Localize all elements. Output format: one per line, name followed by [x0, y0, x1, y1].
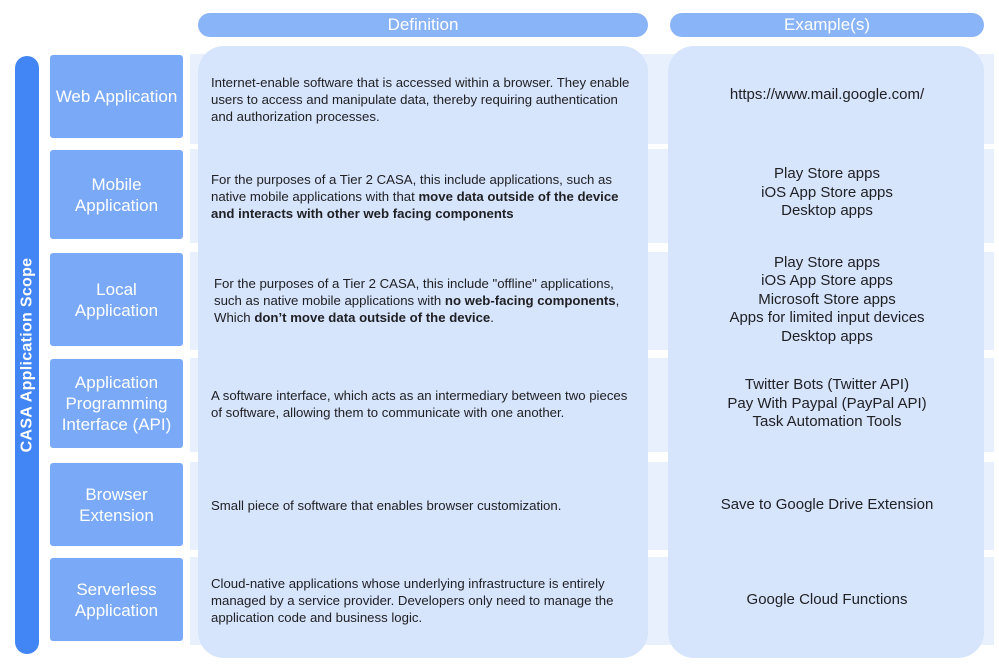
definition-column [198, 46, 648, 658]
definition-mobile: For the purposes of a Tier 2 CASA, this … [211, 151, 641, 241]
examples-header: Example(s) [670, 13, 984, 37]
definition-segment: For the purposes of a Tier 2 CASA, this … [211, 171, 612, 204]
definition-segment: A software interface, which acts as an i… [211, 388, 628, 420]
row-label-serverless-application: Serverless Application [50, 558, 183, 641]
example-item: Apps for limited input devices [729, 309, 925, 327]
example-item: Desktop apps [781, 202, 873, 220]
definition-segment: Cloud-native applications whose underlyi… [211, 575, 614, 625]
definition-text: For the purposes of a Tier 2 CASA, this … [214, 275, 644, 326]
definition-text: For the purposes of a Tier 2 CASA, this … [211, 171, 641, 222]
definition-header: Definition [198, 13, 648, 37]
casa-scope-label: CASA Application Scope [18, 257, 36, 453]
definition-api: A software interface, which acts as an i… [211, 358, 641, 450]
definition-bold-segment: don’t move data outside of the device [254, 309, 491, 325]
example-item: Play Store apps [774, 253, 880, 271]
example-item: Google Cloud Functions [746, 590, 908, 608]
examples-api: Twitter Bots (Twitter API)Pay With Paypa… [670, 358, 984, 450]
row-label-web-application: Web Application [50, 55, 183, 138]
definition-text: Small piece of software that enables bro… [211, 497, 561, 514]
row-label-local-application: Local Application [50, 253, 183, 346]
example-item: Pay With Paypal (PayPal API) [727, 394, 927, 412]
row-label-text: Application Programming Interface (API) [61, 373, 172, 434]
definition-serverless: Cloud-native applications whose underlyi… [211, 557, 641, 643]
example-item: Save to Google Drive Extension [720, 495, 934, 513]
example-item: https://www.mail.google.com/ [729, 85, 925, 103]
example-item: iOS App Store apps [761, 183, 893, 201]
definition-text: Internet-enable software that is accesse… [211, 74, 641, 125]
examples-column [668, 46, 984, 658]
row-label-browser-extension: Browser Extension [50, 463, 183, 546]
definition-segment: For the purposes of a Tier 2 CASA, this … [214, 275, 614, 308]
definition-bold-segment: move data outside of the device and inte… [211, 188, 619, 221]
definition-segment: . [490, 309, 494, 325]
examples-header-label: Example(s) [784, 15, 870, 34]
example-item: Play Store apps [774, 165, 880, 183]
definition-segment: Internet-enable software that is accesse… [211, 74, 630, 124]
example-item: iOS App Store apps [761, 272, 893, 290]
example-item: Twitter Bots (Twitter API) [744, 376, 910, 394]
definition-text: A software interface, which acts as an i… [211, 387, 641, 421]
examples-web: https://www.mail.google.com/ [670, 52, 984, 138]
definition-bold-segment: no web-facing components [444, 292, 616, 308]
row-label-mobile-application: Mobile Application [50, 150, 183, 239]
row-label-text: Web Application [55, 87, 178, 106]
definition-local: For the purposes of a Tier 2 CASA, this … [214, 252, 644, 348]
example-item: Microsoft Store apps [758, 290, 896, 308]
example-item: Task Automation Tools [752, 413, 902, 431]
definition-segment: , Which [214, 292, 620, 325]
row-label-text: Mobile Application [74, 174, 159, 215]
definition-text: Cloud-native applications whose underlyi… [211, 575, 641, 626]
definition-header-label: Definition [387, 15, 459, 34]
definition-browser-extension: Small piece of software that enables bro… [211, 462, 641, 548]
row-label-api: Application Programming Interface (API) [50, 359, 183, 448]
examples-serverless: Google Cloud Functions [670, 557, 984, 643]
row-label-text: Serverless Application [74, 579, 159, 620]
casa-scope-side-bar: CASA Application Scope [15, 56, 39, 654]
example-item: Desktop apps [781, 327, 873, 345]
definition-web: Internet-enable software that is accesse… [211, 55, 641, 143]
row-label-text: Local Application [74, 279, 159, 320]
definition-segment: Small piece of software that enables bro… [211, 497, 562, 513]
examples-browser-extension: Save to Google Drive Extension [670, 462, 984, 548]
row-label-text: Browser Extension [79, 484, 154, 525]
